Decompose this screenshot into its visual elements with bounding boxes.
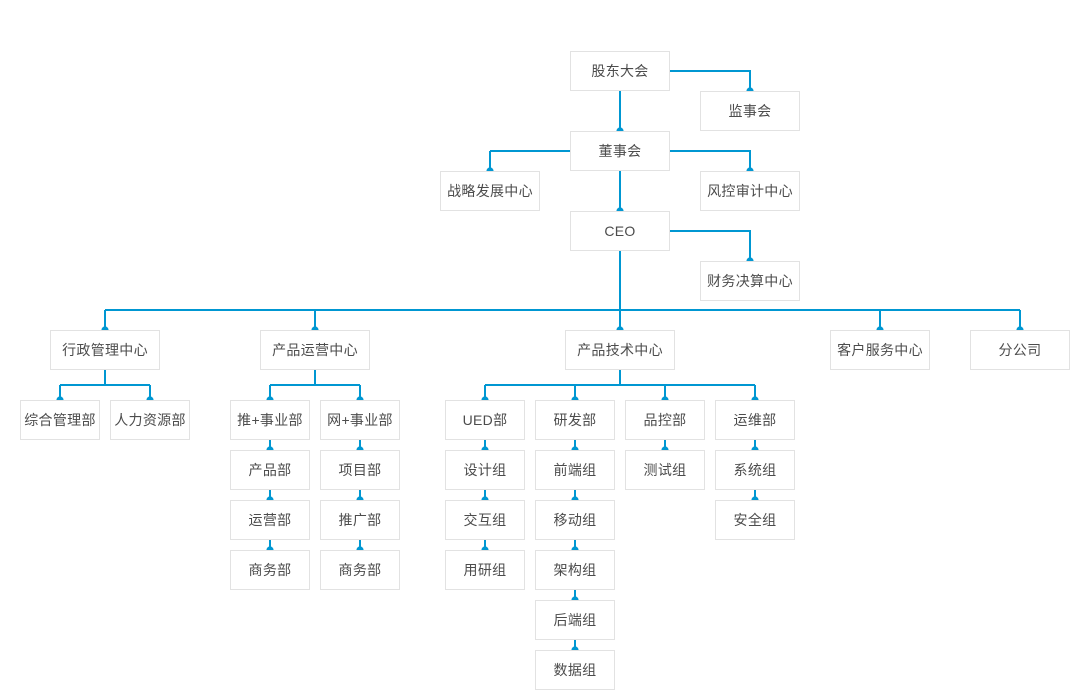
- org-node-label: 交互组: [463, 512, 507, 528]
- org-node-label: 股东大会: [591, 63, 649, 79]
- org-node-label: 移动组: [553, 512, 597, 528]
- org-node-admin-hr[interactable]: 人力资源部: [110, 400, 190, 440]
- org-node-label: CEO: [604, 223, 636, 239]
- org-node-label: 风控审计中心: [707, 183, 793, 199]
- org-node-pt-rd[interactable]: 研发部: [535, 400, 615, 440]
- org-node-ceo[interactable]: CEO: [570, 211, 670, 251]
- org-node-label: 推+事业部: [237, 412, 303, 428]
- org-node-label: 前端组: [553, 462, 597, 478]
- org-node-label: 项目部: [338, 462, 382, 478]
- connector-line: [670, 150, 751, 171]
- org-node-label: 推广部: [338, 512, 382, 528]
- org-node-label: 品控部: [643, 412, 687, 428]
- org-node-po-wang-biz[interactable]: 商务部: [320, 550, 400, 590]
- org-node-label: 用研组: [463, 562, 507, 578]
- org-node-prodtech[interactable]: 产品技术中心: [565, 330, 675, 370]
- org-node-po-wang-proj[interactable]: 项目部: [320, 450, 400, 490]
- org-node-label: 运维部: [733, 412, 777, 428]
- org-node-label: 综合管理部: [24, 412, 96, 428]
- org-node-pt-ued-design[interactable]: 设计组: [445, 450, 525, 490]
- org-node-po-wang-promo[interactable]: 推广部: [320, 500, 400, 540]
- org-node-po-tui-biz[interactable]: 商务部: [230, 550, 310, 590]
- org-node-label: 数据组: [553, 662, 597, 678]
- org-node-customer[interactable]: 客户服务中心: [830, 330, 930, 370]
- org-node-admin-general[interactable]: 综合管理部: [20, 400, 100, 440]
- org-node-label: 测试组: [643, 462, 687, 478]
- org-node-label: 商务部: [338, 562, 382, 578]
- org-node-pt-ops-sec[interactable]: 安全组: [715, 500, 795, 540]
- org-node-label: 安全组: [733, 512, 777, 528]
- org-node-branch[interactable]: 分公司: [970, 330, 1070, 370]
- org-node-pt-rd-back[interactable]: 后端组: [535, 600, 615, 640]
- org-node-pt-rd-arch[interactable]: 架构组: [535, 550, 615, 590]
- org-node-label: 商务部: [248, 562, 292, 578]
- org-node-label: 行政管理中心: [62, 342, 148, 358]
- org-node-label: 财务决算中心: [707, 273, 793, 289]
- org-node-label: 产品运营中心: [272, 342, 358, 358]
- org-node-strategy[interactable]: 战略发展中心: [440, 171, 540, 211]
- org-node-pt-qa[interactable]: 品控部: [625, 400, 705, 440]
- org-node-label: 网+事业部: [327, 412, 393, 428]
- org-node-pt-ued[interactable]: UED部: [445, 400, 525, 440]
- org-node-label: 系统组: [733, 462, 777, 478]
- org-node-label: 分公司: [998, 342, 1042, 358]
- connector-line: [670, 70, 751, 91]
- org-node-label: 运营部: [248, 512, 292, 528]
- connector-line: [670, 230, 751, 261]
- org-node-pt-ops-sys[interactable]: 系统组: [715, 450, 795, 490]
- org-node-label: 监事会: [728, 103, 772, 119]
- org-node-pt-qa-test[interactable]: 测试组: [625, 450, 705, 490]
- org-node-label: 董事会: [598, 143, 642, 159]
- org-node-pt-ued-inter[interactable]: 交互组: [445, 500, 525, 540]
- org-node-prodops[interactable]: 产品运营中心: [260, 330, 370, 370]
- org-node-label: 客户服务中心: [837, 342, 923, 358]
- org-node-label: 产品技术中心: [577, 342, 663, 358]
- org-node-label: 后端组: [553, 612, 597, 628]
- org-node-label: 设计组: [463, 462, 507, 478]
- org-node-pt-ops[interactable]: 运维部: [715, 400, 795, 440]
- org-node-label: 架构组: [553, 562, 597, 578]
- org-node-board[interactable]: 董事会: [570, 131, 670, 171]
- org-node-pt-ued-research[interactable]: 用研组: [445, 550, 525, 590]
- org-node-po-tui-prod[interactable]: 产品部: [230, 450, 310, 490]
- org-node-label: 产品部: [248, 462, 292, 478]
- org-node-po-tui-ops[interactable]: 运营部: [230, 500, 310, 540]
- org-node-pt-rd-mobile[interactable]: 移动组: [535, 500, 615, 540]
- org-node-label: 战略发展中心: [447, 183, 533, 199]
- org-node-supervisors[interactable]: 监事会: [700, 91, 800, 131]
- org-node-po-tui[interactable]: 推+事业部: [230, 400, 310, 440]
- org-node-admin[interactable]: 行政管理中心: [50, 330, 160, 370]
- org-node-label: UED部: [462, 412, 508, 428]
- org-node-finance[interactable]: 财务决算中心: [700, 261, 800, 301]
- org-node-label: 研发部: [553, 412, 597, 428]
- org-node-shareholders[interactable]: 股东大会: [570, 51, 670, 91]
- org-node-pt-rd-data[interactable]: 数据组: [535, 650, 615, 690]
- org-node-po-wang[interactable]: 网+事业部: [320, 400, 400, 440]
- org-node-label: 人力资源部: [114, 412, 186, 428]
- org-node-riskaudit[interactable]: 风控审计中心: [700, 171, 800, 211]
- org-node-pt-rd-front[interactable]: 前端组: [535, 450, 615, 490]
